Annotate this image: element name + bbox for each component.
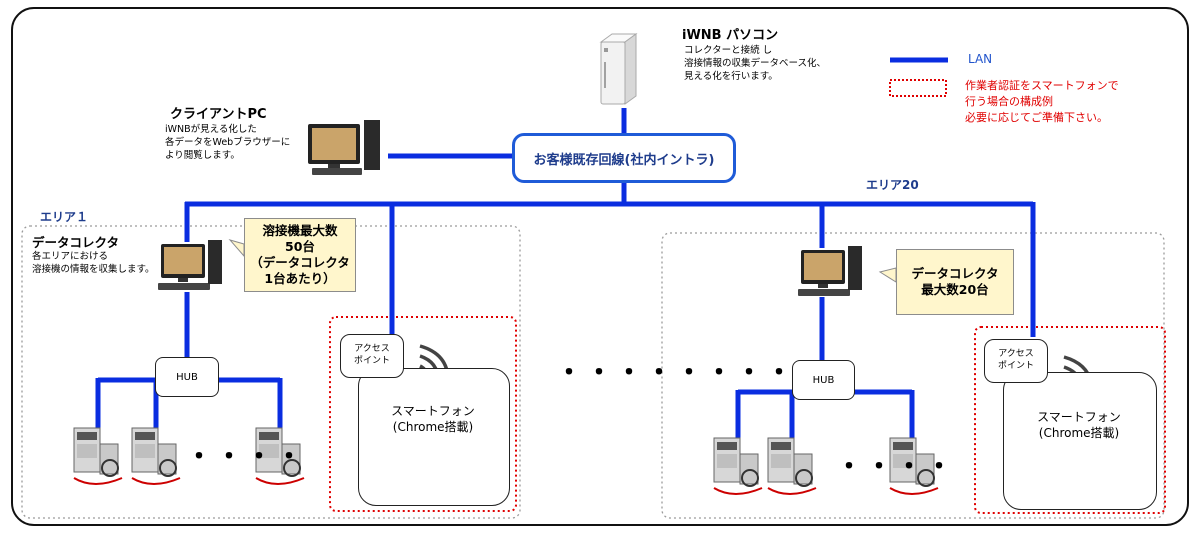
area1-collector-title: データコレクタ xyxy=(32,235,120,250)
welder-icon xyxy=(889,437,939,495)
client-desc-line: iWNBが見える化した xyxy=(165,124,257,135)
area1-access-point: アクセス ポイント xyxy=(340,334,404,378)
server-desc-line: 見える化を行います。 xyxy=(684,70,778,82)
server-pc-icon xyxy=(599,33,638,105)
server-title: iWNB パソコン xyxy=(682,28,779,43)
welder-icon xyxy=(255,427,305,485)
hub-label: HUB xyxy=(176,371,198,383)
legend-auth-line: 作業者認証をスマートフォンで xyxy=(965,79,1119,92)
hub-label: HUB xyxy=(812,374,835,386)
callout-tail xyxy=(878,267,897,283)
area1-smartphone-label: スマートフォン (Chrome搭載) xyxy=(358,404,508,435)
welder-icon xyxy=(73,427,123,485)
area20-hub: HUB xyxy=(792,360,855,400)
server-desc-line: 溶接情報の収集データベース化、 xyxy=(684,57,827,69)
area1-auth-frame xyxy=(329,316,517,512)
callout-line: 50台 xyxy=(285,238,315,254)
client-desc-line: 各データをWebブラウザーに xyxy=(165,136,291,148)
callout-line: 1台あたり） xyxy=(264,271,336,287)
area20-collector-icon xyxy=(798,246,862,296)
areas-ellipsis: ・・・・・・・・ xyxy=(556,358,797,388)
ap-line: ポイント xyxy=(353,356,390,366)
legend-lan-label: LAN xyxy=(968,52,993,66)
customer-network-box: お客様既存回線(社内イントラ) xyxy=(512,133,736,183)
callout-tail xyxy=(228,239,245,258)
legend-auth-text: 作業者認証をスマートフォンで 行う場合の構成例 必要に応じてご準備下さい。 xyxy=(965,78,1119,126)
area1-smartphone-card xyxy=(358,368,510,506)
area1-welders xyxy=(73,427,305,485)
smartphone-line: (Chrome搭載) xyxy=(1038,425,1120,440)
collector-desc-line: 各エリアにおける xyxy=(32,251,109,262)
smartphone-line: スマートフォン xyxy=(1037,410,1121,424)
ap-line: ポイント xyxy=(997,361,1034,371)
welder-icon xyxy=(131,427,181,485)
legend-auth-line: 行う場合の構成例 xyxy=(965,94,1053,108)
area20-label: エリア20 xyxy=(866,178,919,192)
area20-machines-ellipsis: ・・・・ xyxy=(836,452,957,482)
customer-network-label: お客様既存回線(社内イントラ) xyxy=(533,152,715,168)
client-pc-icon xyxy=(308,120,380,175)
area20-smartphone-card xyxy=(1003,372,1157,510)
client-pc-description: iWNBが見える化した 各データをWebブラウザーに より閲覧します。 xyxy=(165,124,290,162)
area1-collector-description: 各エリアにおける 溶接機の情報を収集します。 xyxy=(32,251,155,277)
server-description: コレクターと接続 し 溶接情報の収集データベース化、 見える化を行います。 xyxy=(684,45,826,83)
collector-desc-line: 溶接機の情報を収集します。 xyxy=(32,263,155,275)
smartphone-line: スマートフォン xyxy=(391,404,475,418)
ap-line: アクセス xyxy=(998,349,1034,360)
ap-line: アクセス xyxy=(354,344,390,355)
callout-line: データコレクタ xyxy=(911,265,999,281)
area1-label: エリア１ xyxy=(40,210,89,224)
area1-capacity-callout: 溶接機最大数 50台 （データコレクタ 1台あたり） xyxy=(244,218,356,292)
welder-icon xyxy=(767,437,817,495)
area20-access-point: アクセス ポイント xyxy=(984,339,1048,383)
server-desc-line: コレクターと接続 し xyxy=(684,45,773,56)
lan-lines xyxy=(95,57,1036,438)
client-desc-line: より閲覧します。 xyxy=(165,149,240,161)
legend-auth-line: 必要に応じてご準備下さい。 xyxy=(965,110,1108,124)
area20-welders xyxy=(713,437,939,495)
client-pc-title: クライアントPC xyxy=(170,107,267,122)
area1-hub: HUB xyxy=(155,357,219,397)
area1-machines-ellipsis: ・・・・ xyxy=(186,442,307,472)
legend-auth-swatch xyxy=(889,79,947,97)
callout-line: 最大数20台 xyxy=(921,282,989,297)
outer-frame xyxy=(11,7,1189,526)
area1-collector-icon xyxy=(158,240,222,290)
smartphone-line: (Chrome搭載) xyxy=(392,419,474,434)
area20-capacity-callout: データコレクタ 最大数20台 xyxy=(896,249,1014,315)
area20-smartphone-label: スマートフォン (Chrome搭載) xyxy=(1003,410,1155,441)
callout-line: （データコレクタ xyxy=(250,255,350,270)
welder-icon xyxy=(713,437,763,495)
callout-line: 溶接機最大数 xyxy=(262,222,338,238)
